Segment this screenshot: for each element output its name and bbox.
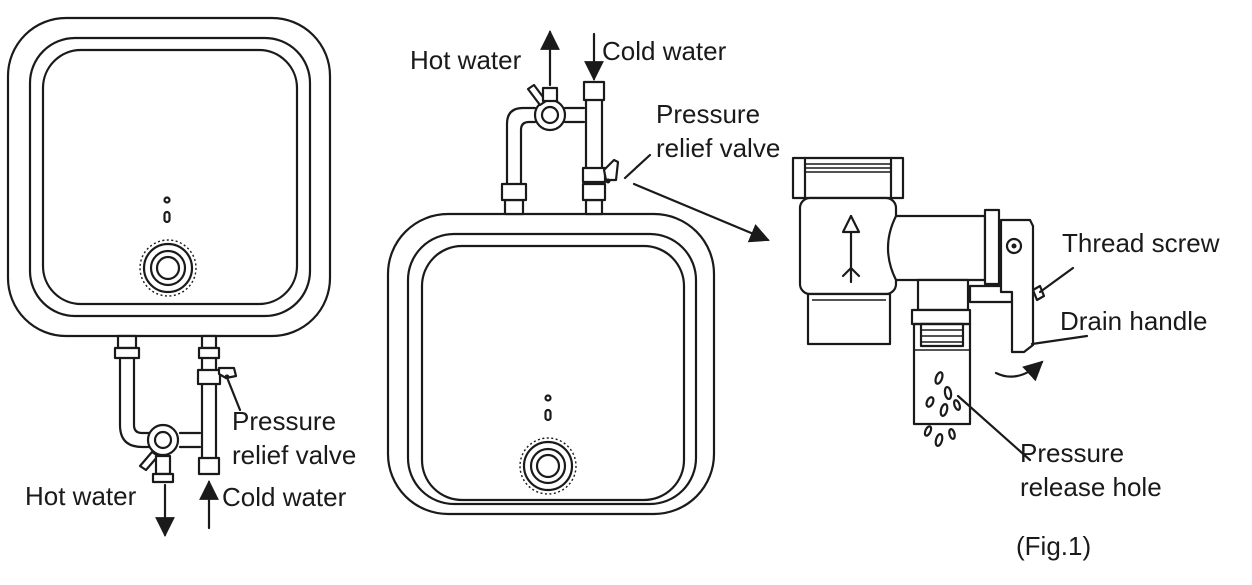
left-pressure-relief-valve-icon	[196, 366, 238, 386]
left-pressure-relief-valve-label-line1: Pressure	[232, 406, 337, 436]
pressure-release-hole-label-line1: Pressure	[1020, 438, 1125, 468]
pressure-release-hole-label-line2: release hole	[1020, 472, 1162, 502]
left-water-heater	[6, 16, 332, 338]
middle-pressure-relief-valve-label-line2: relief valve	[656, 133, 781, 163]
middle-hot-water-label: Hot water	[410, 45, 522, 75]
middle-water-heater	[386, 212, 716, 516]
left-hot-water-ball-valve-icon	[138, 423, 180, 484]
left-cold-water-label: Cold water	[222, 482, 347, 512]
thread-screw-label: Thread screw	[1062, 228, 1220, 258]
pressure-relief-valve-detail	[791, 156, 1046, 447]
thread-screw-icon	[1005, 237, 1046, 302]
water-droplets-icon	[923, 371, 962, 447]
middle-thermostat-knob-icon	[519, 437, 577, 495]
middle-cold-water-label: Cold water	[602, 36, 727, 66]
middle-cold-water-pipe	[581, 32, 620, 216]
left-thermostat-knob-icon	[139, 239, 197, 297]
rotation-arrow-icon	[994, 360, 1044, 382]
left-hot-water-label: Hot water	[25, 481, 137, 511]
figure-caption: (Fig.1)	[1016, 531, 1092, 561]
drain-handle-label: Drain handle	[1060, 306, 1208, 336]
left-hot-water-pipe	[113, 334, 202, 537]
middle-hot-water-pipe	[500, 30, 586, 216]
middle-hot-water-ball-valve-icon	[526, 83, 567, 132]
middle-pressure-relief-valve-label-line1: Pressure	[656, 99, 761, 129]
left-pressure-relief-valve-label-line2: relief valve	[232, 440, 357, 470]
left-cold-water-pipe	[196, 334, 238, 530]
middle-pressure-relief-valve-icon	[581, 158, 620, 184]
